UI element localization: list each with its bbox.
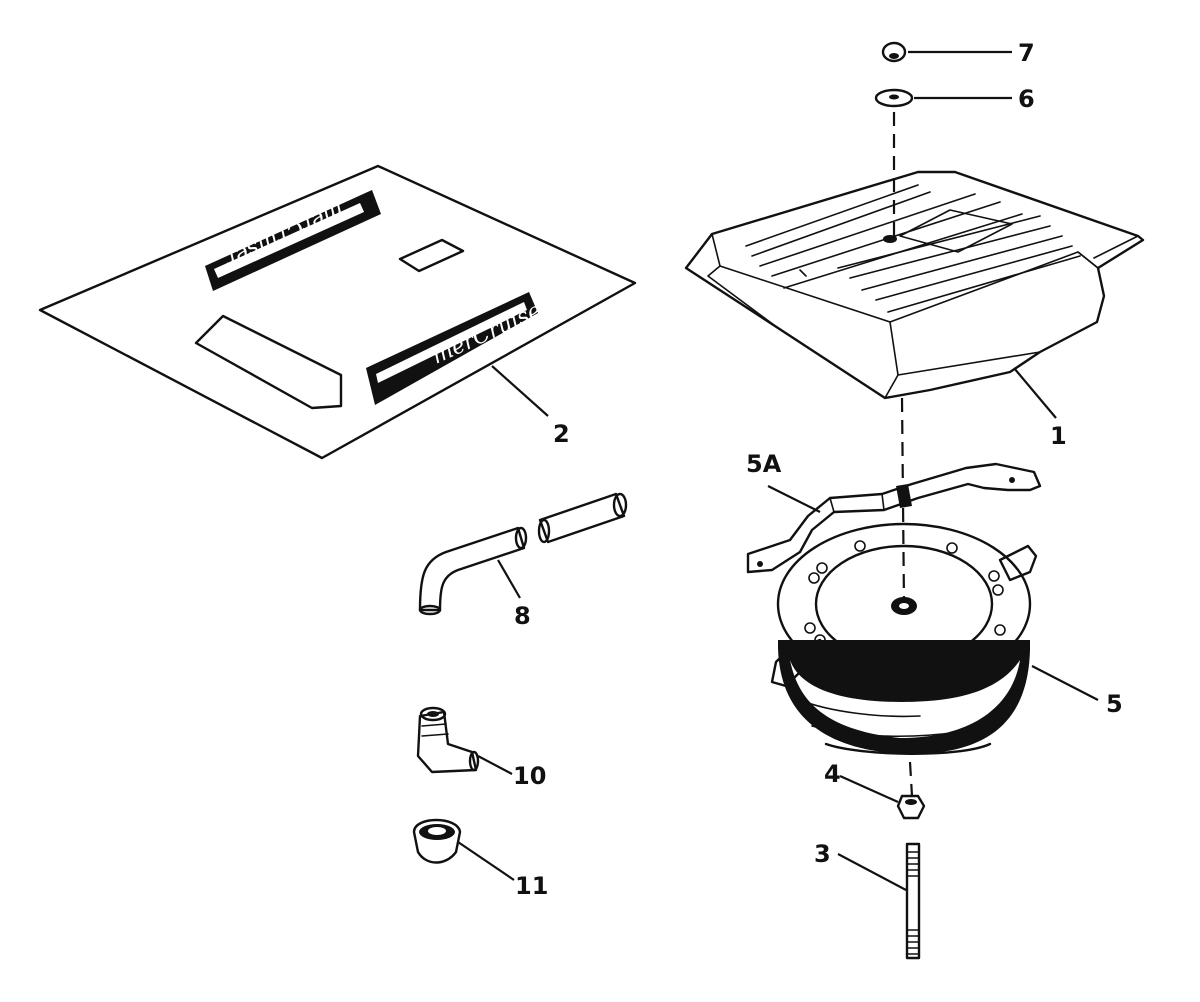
leader-lines [457, 50, 1099, 891]
callout-1: 1 [1050, 422, 1067, 450]
callout-labels: 7 6 1 2 5A 5 4 3 8 10 11 [513, 39, 1123, 900]
flame-arrestor-cover [684, 170, 1145, 400]
stud-nut [896, 794, 926, 820]
callout-4: 4 [824, 760, 841, 788]
grommet [412, 818, 462, 864]
flame-arrestor [770, 522, 1038, 755]
cover-center-hole [883, 235, 897, 243]
large-window-cutout [194, 314, 343, 410]
callout-8: 8 [514, 602, 531, 630]
vent-hose-elbow [418, 526, 528, 616]
callout-2: 2 [553, 420, 570, 448]
callout-10: 10 [513, 762, 546, 790]
small-window-cutout [398, 238, 465, 273]
callout-7: 7 [1018, 39, 1035, 67]
cover-ribs [745, 184, 1081, 313]
assembly-centerline [892, 112, 914, 797]
callout-3: 3 [814, 840, 831, 868]
callout-5a: 5A [746, 450, 782, 478]
callout-11: 11 [515, 872, 548, 900]
cover-washer [874, 88, 914, 108]
upper-logo-decal: merCruiser [205, 190, 381, 291]
arrestor-bolt-holes [804, 540, 1006, 680]
mounting-stud [905, 842, 921, 960]
vent-hose-straight [537, 492, 628, 544]
cover-nut [881, 41, 907, 63]
flame-arrestor-bracket [746, 462, 1042, 574]
elbow-fitting [416, 706, 480, 774]
lower-logo-decal: merCruiser [366, 292, 556, 405]
callout-6: 6 [1018, 85, 1035, 113]
callout-5: 5 [1106, 690, 1123, 718]
